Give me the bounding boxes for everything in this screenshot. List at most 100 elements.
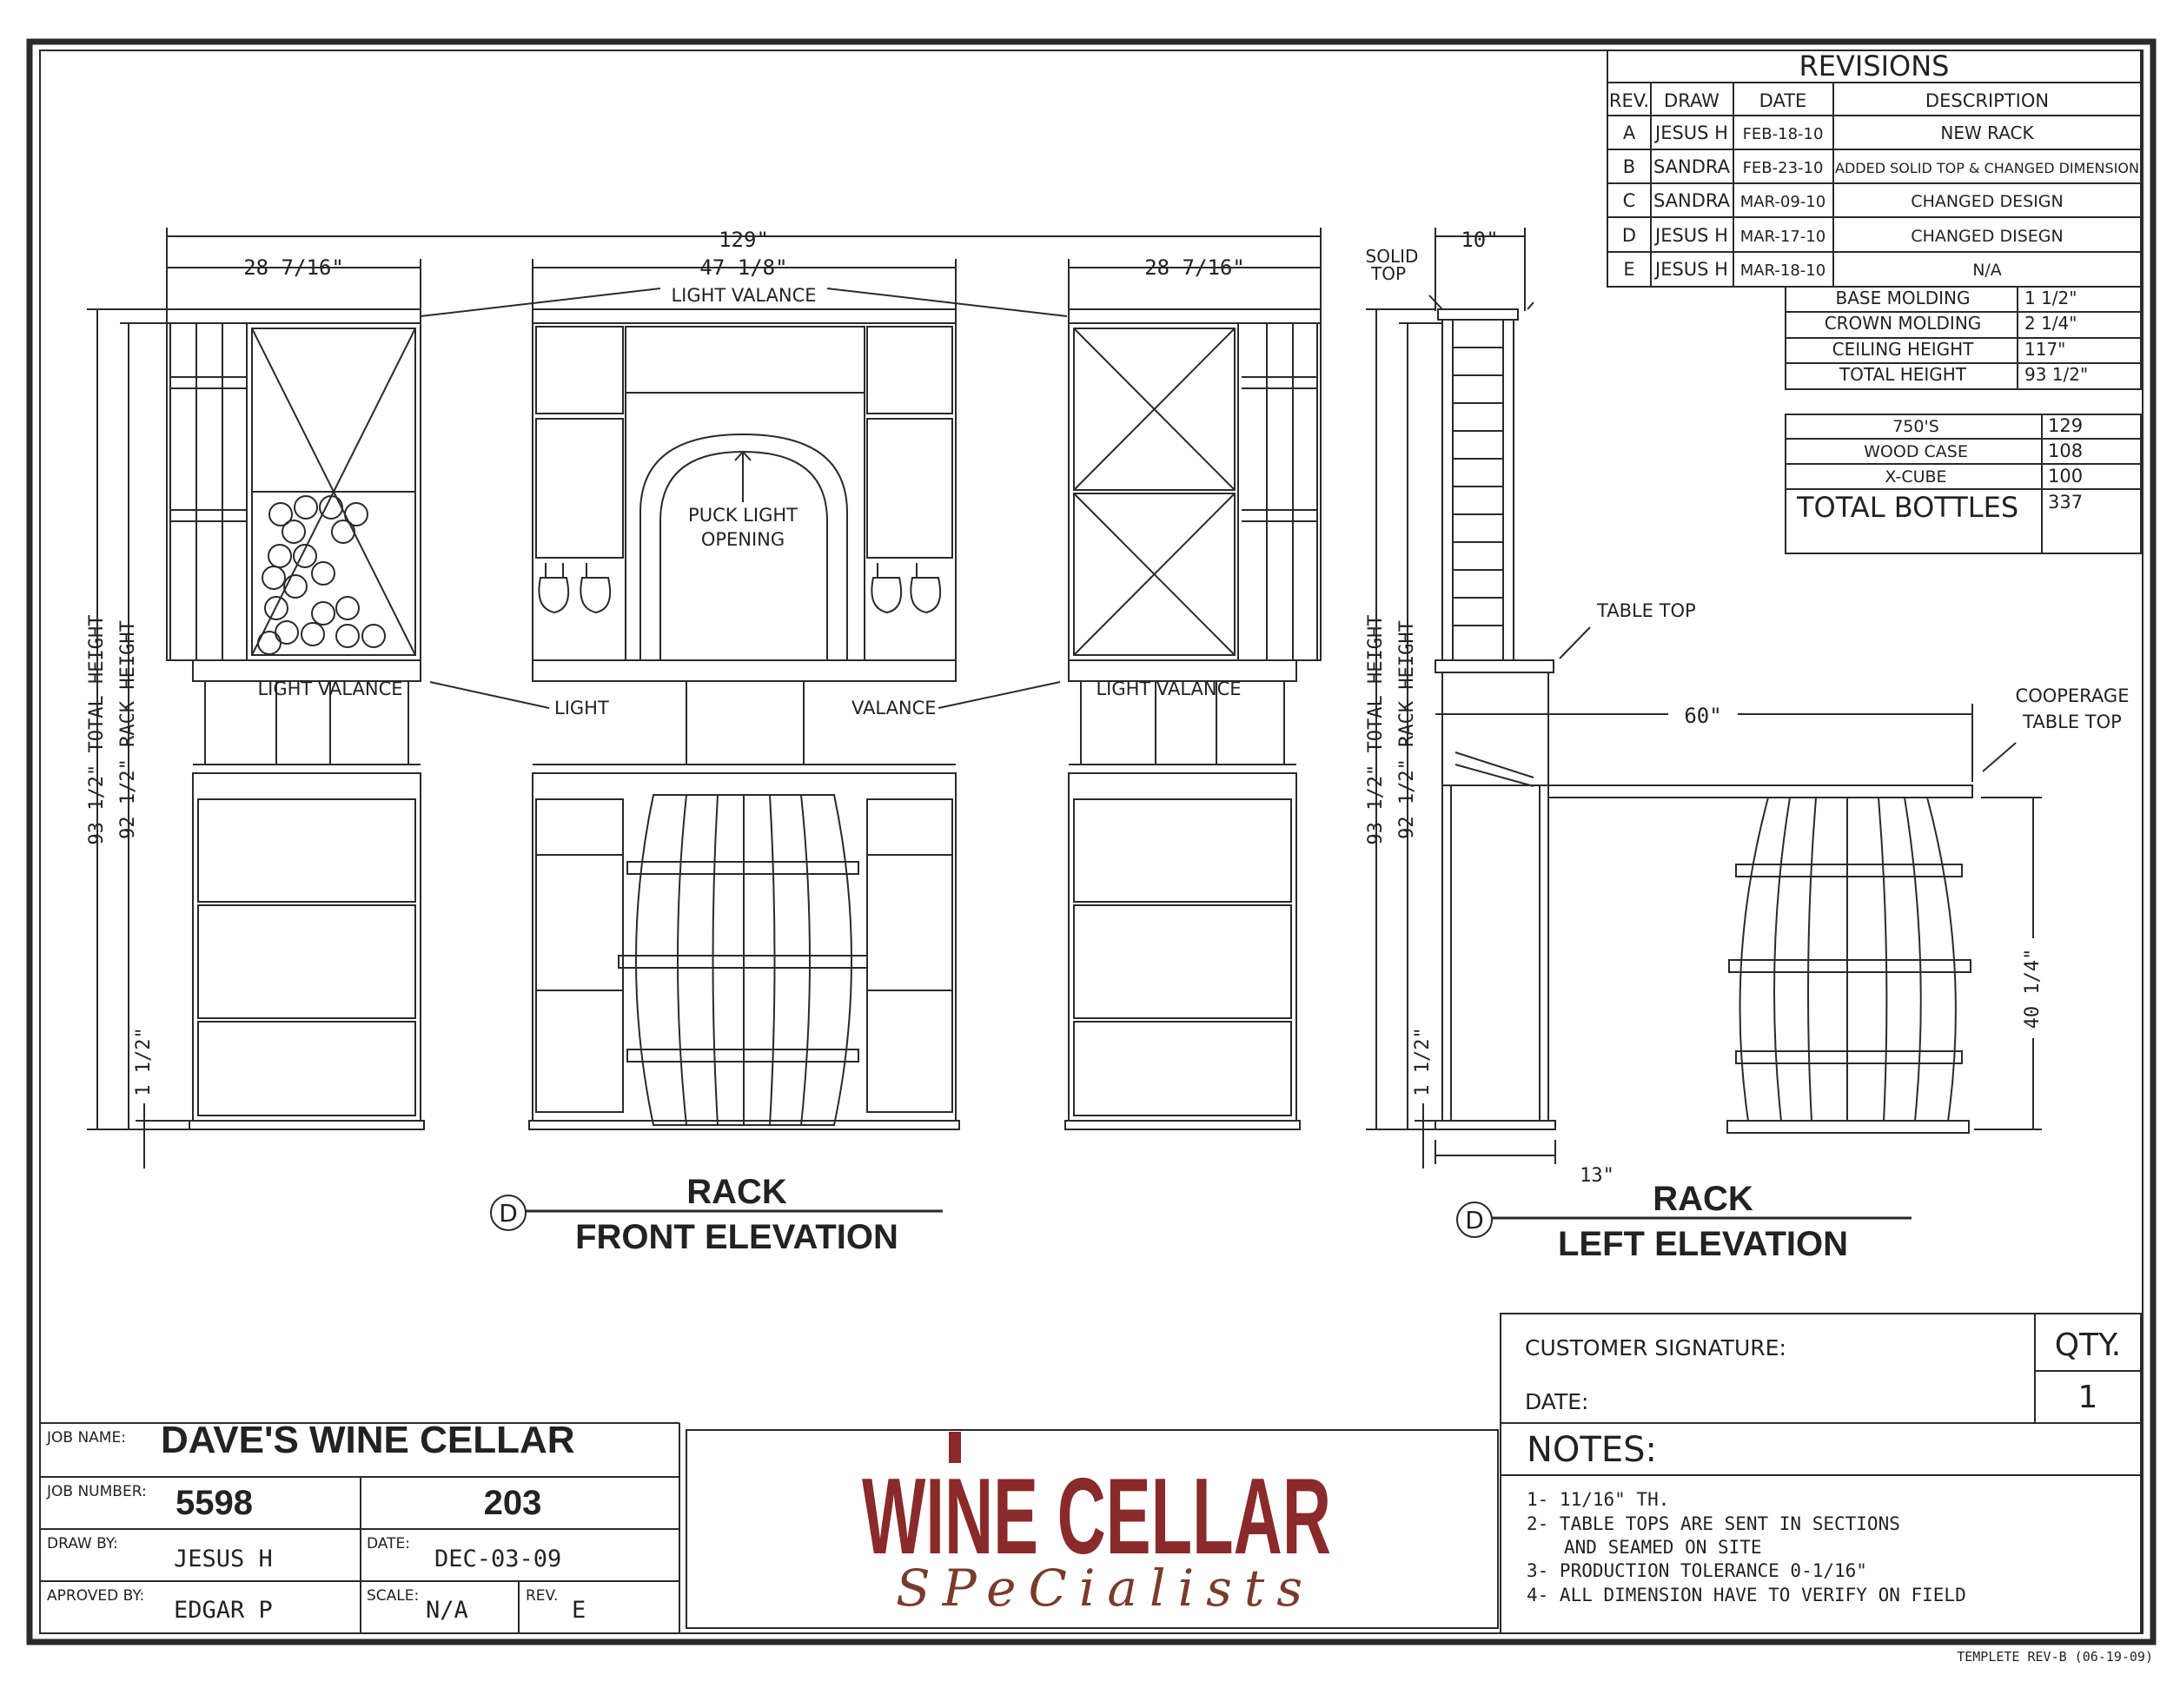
- left-elevation-labels: SOLID TOP 10" TABLE TOP 60" COOPERAGE TA…: [1365, 228, 2129, 1263]
- dim-rack-height: 92 1/2" RACK HEIGHT: [117, 620, 139, 839]
- spec-ceiling-value: 117": [2024, 339, 2065, 360]
- company-logo: WINE CELLAR SPeCialists: [862, 1432, 1331, 1618]
- rev-d-date: MAR-17-10: [1740, 228, 1826, 246]
- rev-e: E: [1623, 259, 1634, 280]
- rev-d-draw: JESUS H: [1653, 225, 1728, 246]
- dim-table-length: 60": [1684, 704, 1721, 728]
- date-header: DATE: [1759, 90, 1807, 111]
- description-header: DESCRIPTION: [1925, 90, 2049, 111]
- label-valance: VALANCE: [851, 698, 937, 718]
- total-bottles-value: 337: [2048, 492, 2083, 513]
- rev-b-desc: ADDED SOLID TOP & CHANGED DIMENSION: [1835, 160, 2139, 176]
- front-title-2: FRONT ELEVATION: [575, 1218, 898, 1256]
- rev-b-draw: SANDRA: [1653, 156, 1731, 177]
- left-dim-rack-height: 92 1/2" RACK HEIGHT: [1396, 620, 1418, 839]
- rev-a-desc: NEW RACK: [1940, 122, 2034, 143]
- job-date-label: DATE:: [367, 1535, 410, 1552]
- section-marker-left: [1456, 1202, 1493, 1238]
- label-solid-top-1: SOLID: [1366, 246, 1419, 267]
- label-puck-light-2: OPENING: [701, 529, 785, 550]
- revisions-title: REVISIONS: [1799, 50, 1950, 83]
- qty-value: 1: [2078, 1380, 2098, 1415]
- rev-c-draw: SANDRA: [1653, 190, 1731, 211]
- spec-crown-label: CROWN MOLDING: [1825, 313, 1982, 334]
- left-title-1: RACK: [1653, 1180, 1753, 1218]
- dim-base-height: 1 1/2": [133, 1027, 155, 1096]
- rev-d-desc: CHANGED DISEGN: [1911, 227, 2063, 246]
- revisions-header: REV. DRAW DATE DESCRIPTION: [1609, 90, 2049, 111]
- dim-total-height: 93 1/2" TOTAL HEIGHT: [86, 615, 108, 845]
- note-4: 4- ALL DIMENSION HAVE TO VERIFY ON FIELD: [1527, 1585, 1966, 1605]
- spec-total-value: 93 1/2": [2024, 364, 2088, 385]
- note-2: 2- TABLE TOPS ARE SENT IN SECTIONS: [1527, 1513, 1900, 1534]
- notes-title: NOTES:: [1527, 1430, 1657, 1470]
- rev-a: A: [1623, 122, 1636, 143]
- rev-a-draw: JESUS H: [1653, 122, 1728, 143]
- signature-date-label: DATE:: [1525, 1389, 1588, 1414]
- note-2b: AND SEAMED ON SITE: [1564, 1537, 1762, 1558]
- rev-c-desc: CHANGED DESIGN: [1911, 192, 2063, 211]
- draw-by: JESUS H: [174, 1546, 273, 1572]
- rev-e-draw: JESUS H: [1653, 259, 1728, 280]
- spec-base-value: 1 1/2": [2024, 288, 2077, 308]
- specs-table: [1785, 286, 2142, 390]
- spec-ceiling-label: CEILING HEIGHT: [1832, 339, 1974, 360]
- bottles-table: [1785, 414, 2142, 554]
- outer-border: [26, 38, 2157, 1645]
- label-solid-top-2: TOP: [1370, 263, 1406, 284]
- dim-total-width: 129": [719, 228, 769, 252]
- qty-label: QTY.: [2055, 1327, 2121, 1363]
- total-bottles-label: TOTAL BOTTLES: [1796, 491, 2018, 524]
- rev-b-date: FEB-23-10: [1743, 159, 1824, 177]
- template-footer: TEMPLETE REV-B (06-19-09): [1957, 1649, 2153, 1665]
- scale: N/A: [426, 1597, 468, 1624]
- job-date: DEC-03-09: [434, 1546, 561, 1572]
- front-elevation: [87, 228, 1322, 1168]
- job-number-label: JOB NUMBER:: [46, 1483, 147, 1500]
- logo-line-1: WINE CELLAR: [862, 1457, 1331, 1577]
- bottles-750-value: 129: [2048, 415, 2083, 436]
- job-number: 5598: [176, 1484, 253, 1522]
- rev-d: D: [1622, 225, 1636, 246]
- rev: E: [572, 1597, 586, 1624]
- bottles-wood-value: 108: [2048, 440, 2083, 461]
- approved-by-label: APROVED BY:: [47, 1587, 144, 1605]
- bottles-xcube-value: 100: [2048, 466, 2083, 487]
- inner-border: [39, 50, 2144, 1634]
- rev-c: C: [1623, 190, 1636, 211]
- rev-label: REV.: [526, 1587, 558, 1605]
- label-cooperage-1: COOPERAGE: [2016, 685, 2130, 706]
- job-fields: JOB NAME: DAVE'S WINE CELLAR JOB NUMBER:…: [46, 1419, 586, 1624]
- label-light: LIGHT: [554, 698, 609, 718]
- logo-line-2: SPeCialists: [896, 1559, 1315, 1618]
- logo-bottle-icon: [949, 1432, 961, 1463]
- dim-depth: 10": [1461, 228, 1498, 252]
- dim-left-width: 28 7/16": [243, 255, 344, 280]
- rev-header: REV.: [1609, 90, 1649, 111]
- dim-barrel-height: 40 1/4": [2022, 949, 2044, 1029]
- section-marker-front-letter: D: [499, 1199, 518, 1228]
- job-number-2: 203: [484, 1484, 542, 1522]
- revision-rows: A JESUS H FEB-18-10 NEW RACK B SANDRA FE…: [1622, 122, 2139, 280]
- front-title-1: RACK: [686, 1173, 787, 1211]
- spec-base-label: BASE MOLDING: [1836, 288, 1971, 308]
- rev-a-date: FEB-18-10: [1743, 125, 1824, 143]
- label-light-valance-right: LIGHT VALANCE: [1096, 679, 1241, 699]
- signature-notes-frame: [1500, 1313, 2142, 1634]
- label-cooperage-2: TABLE TOP: [2022, 712, 2122, 732]
- rev-b: B: [1623, 156, 1635, 177]
- specs-values: BASE MOLDING 1 1/2" CROWN MOLDING 2 1/4"…: [1825, 288, 2089, 385]
- draw-header: DRAW: [1664, 90, 1719, 111]
- bottles-750-label: 750'S: [1892, 417, 1939, 436]
- scale-label: SCALE:: [367, 1587, 419, 1605]
- front-elevation-labels: 129" 28 7/16" 47 1/8" 28 7/16" LIGHT VAL…: [86, 228, 1245, 1256]
- bottles-values: 750'S 129 WOOD CASE 108 X-CUBE 100 TOTAL…: [1796, 415, 2083, 524]
- rev-e-date: MAR-18-10: [1740, 261, 1826, 280]
- label-table-top: TABLE TOP: [1596, 600, 1696, 621]
- bottles-wood-label: WOOD CASE: [1864, 442, 1968, 461]
- left-elevation: [1366, 228, 2042, 1168]
- section-marker-front: [490, 1195, 527, 1231]
- left-dim-total-height: 93 1/2" TOTAL HEIGHT: [1365, 615, 1387, 845]
- approved-by: EDGAR P: [174, 1597, 273, 1624]
- bottles-xcube-label: X-CUBE: [1885, 467, 1946, 487]
